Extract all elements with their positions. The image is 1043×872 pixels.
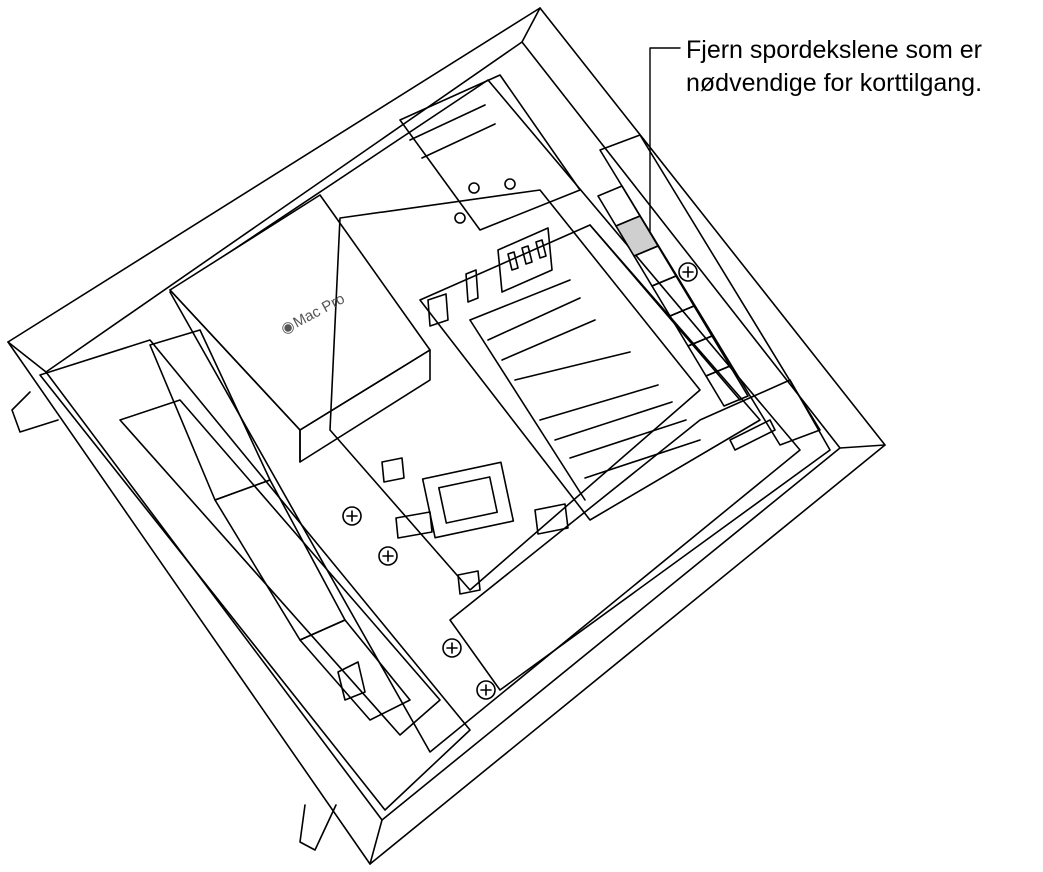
rear-panel [399, 74, 581, 231]
power-supply [169, 194, 431, 463]
callout-leader-line [649, 47, 681, 233]
chassis-outline [7, 7, 886, 865]
pcie-slot-area [419, 224, 761, 521]
callout-line-1: Fjern spordekslene som er [686, 36, 982, 64]
chassis-handles [11, 391, 337, 851]
callout-line-2: nødvendige for korttilgang. [686, 69, 983, 97]
slot-covers [597, 134, 821, 446]
logic-board [329, 189, 701, 595]
side-frame [39, 329, 471, 811]
screw-icon [342, 262, 698, 700]
callout-text: Fjern spordekslene som er nødvendige for… [686, 34, 1036, 100]
right-rail [449, 379, 831, 691]
